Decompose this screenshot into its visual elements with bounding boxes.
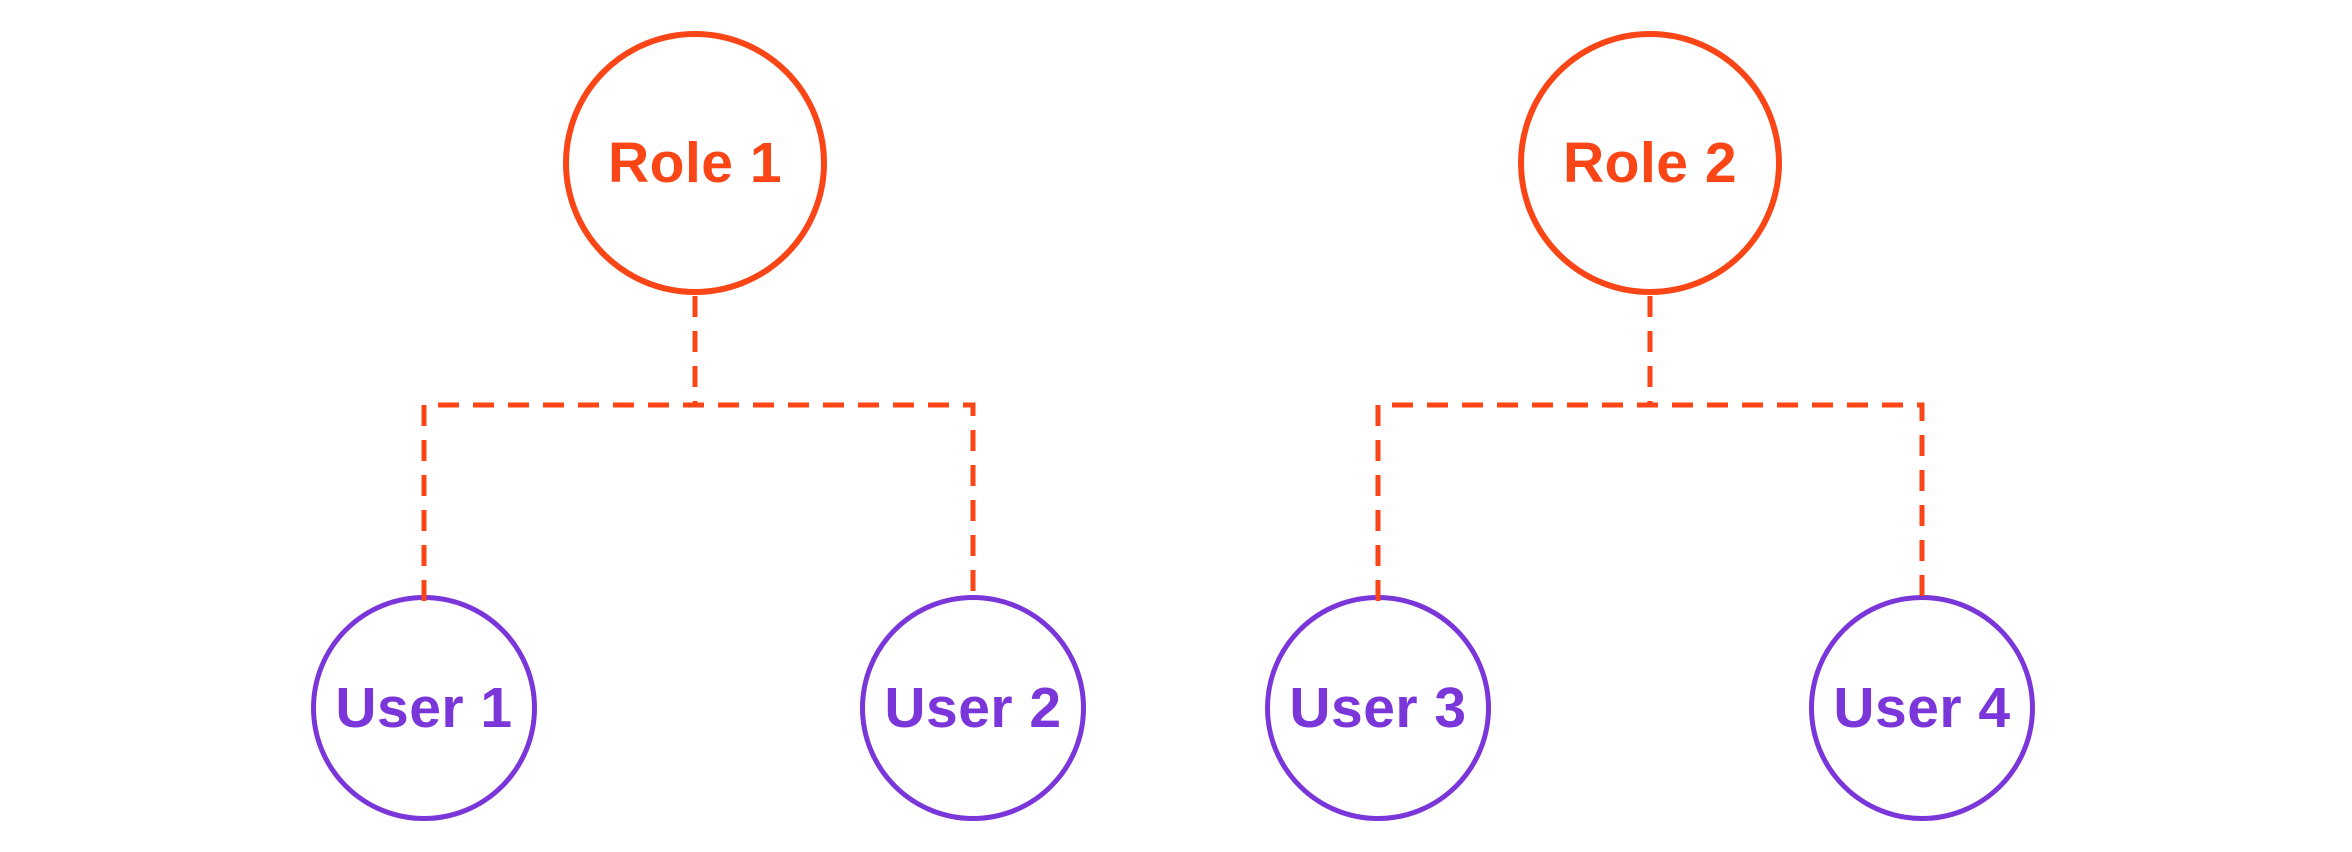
connector-tree-2	[1375, 296, 1925, 601]
role-1-label: Role 1	[607, 131, 783, 195]
user-4-node: User 4	[1809, 595, 2035, 821]
user-1-label: User 1	[335, 676, 513, 740]
role-2-label: Role 2	[1562, 131, 1738, 195]
connector-tree-1	[421, 296, 976, 601]
user-2-label: User 2	[884, 676, 1062, 740]
role-2-node: Role 2	[1518, 31, 1782, 295]
user-2-node: User 2	[860, 595, 1086, 821]
user-3-label: User 3	[1289, 676, 1467, 740]
role-1-node: Role 1	[563, 31, 827, 295]
user-1-node: User 1	[311, 595, 537, 821]
user-4-label: User 4	[1833, 676, 2011, 740]
user-3-node: User 3	[1265, 595, 1491, 821]
